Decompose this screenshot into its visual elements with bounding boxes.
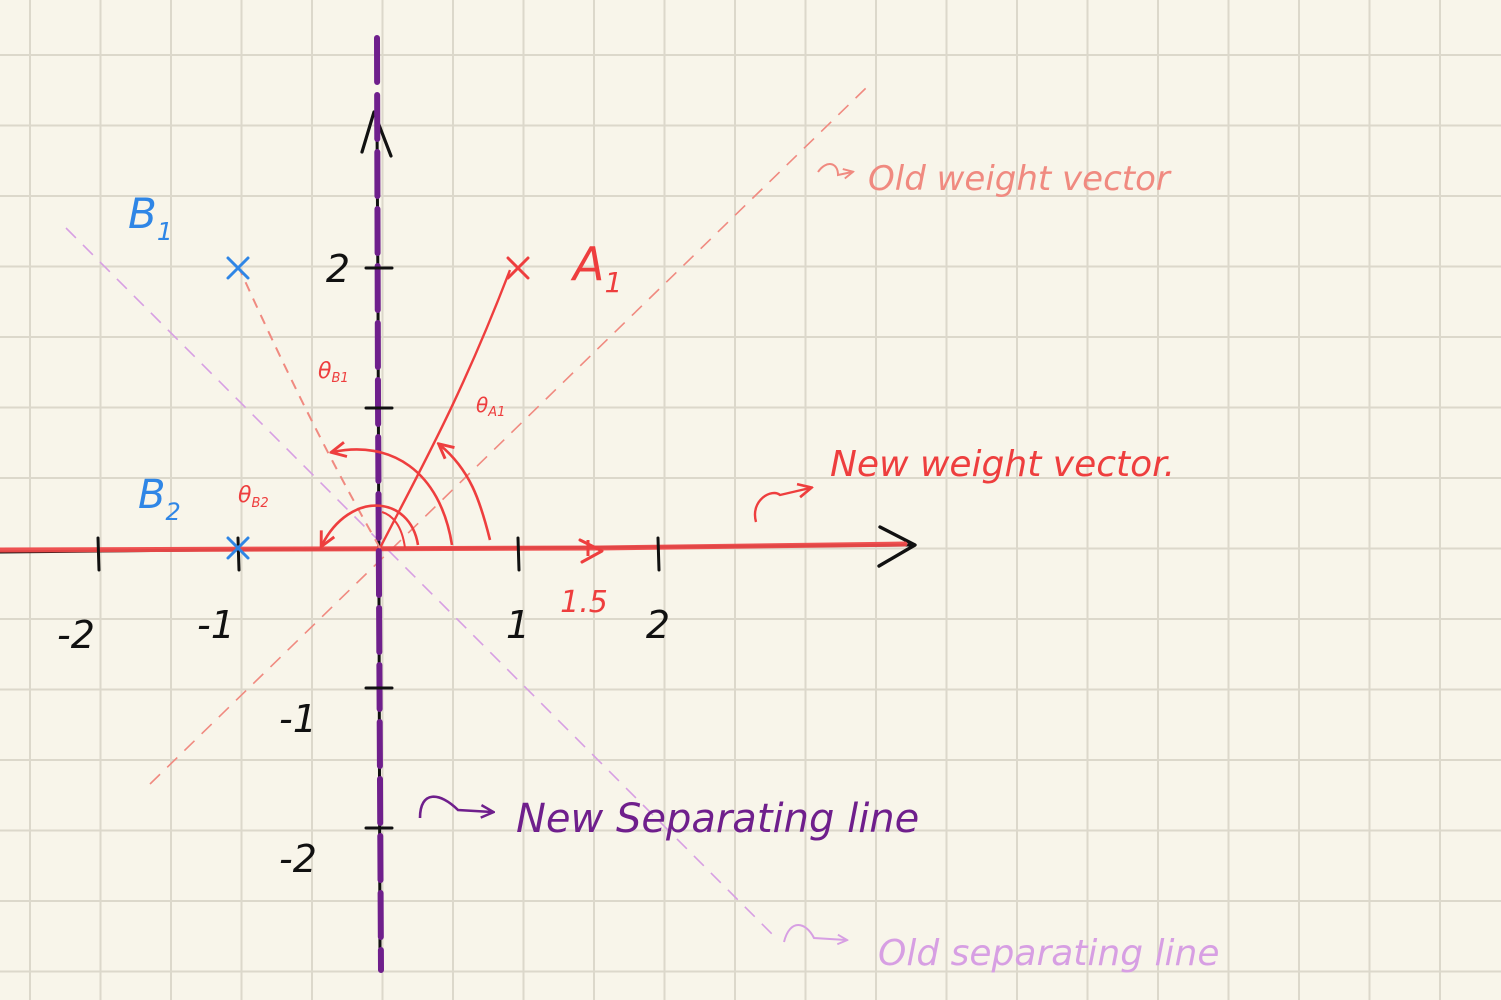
point-b2: B2 <box>138 472 250 560</box>
angle-label-b2: θB2 <box>238 483 269 511</box>
angle-arc-b2 <box>322 504 420 545</box>
old-weight-vector-line <box>149 87 867 785</box>
hooked-arrow-icon <box>783 924 846 942</box>
y-tick-label: 2 <box>326 247 350 291</box>
point-marker-cross <box>506 256 530 280</box>
angle-arc-b1 <box>333 449 454 546</box>
new-weight-vector-arrowhead <box>578 538 604 564</box>
point-marker-cross <box>226 536 250 560</box>
point-label-a1: A1 <box>570 237 622 299</box>
x-axis-ticks: -2 -1 1 2 <box>57 536 670 657</box>
y-axis-arrowhead <box>360 110 393 158</box>
vector-to-a1 <box>378 269 512 549</box>
hooked-arrow-icon <box>817 163 852 175</box>
old-weight-vector-label: Old weight vector <box>868 159 1172 199</box>
new-weight-vector-label: New weight vector. <box>830 444 1175 485</box>
new-weight-vector-line <box>0 541 908 553</box>
x-tick-mark <box>236 536 241 572</box>
y-tick-label: -2 <box>279 837 317 881</box>
angle-label-b1: θB1 <box>318 359 349 386</box>
x-marker-label: 1.5 <box>560 585 608 620</box>
point-marker-cross <box>226 256 250 280</box>
angle-label-a1: θA1 <box>476 393 505 420</box>
angle-arc-a1 <box>440 445 492 541</box>
point-label-b1: B1 <box>128 189 173 246</box>
old-separating-line-label: Old separating line <box>878 933 1220 974</box>
x-tick-label: 1 <box>506 603 530 647</box>
new-separating-line <box>374 35 384 973</box>
new-separating-line-label: New Separating line <box>516 796 919 842</box>
x-axis-arrowhead <box>877 525 917 568</box>
angle-arc-small <box>381 511 406 549</box>
x-tick-mark <box>656 536 661 572</box>
hooked-arrow-icon <box>418 795 492 818</box>
x-tick-label: -1 <box>197 603 235 647</box>
x-tick-mark <box>516 536 521 572</box>
x-tick-label: -2 <box>57 613 95 657</box>
vector-to-b1 <box>239 269 381 549</box>
hooked-arrow-icon <box>753 488 810 523</box>
point-a1: A1 <box>506 237 622 299</box>
point-b1: B1 <box>128 189 250 280</box>
x-tick-label: 2 <box>646 603 670 647</box>
y-tick-label: -1 <box>279 697 317 741</box>
y-axis-ticks: 2 -1 -2 <box>279 247 394 881</box>
point-label-b2: B2 <box>138 472 181 526</box>
x-tick-mark <box>96 536 101 572</box>
